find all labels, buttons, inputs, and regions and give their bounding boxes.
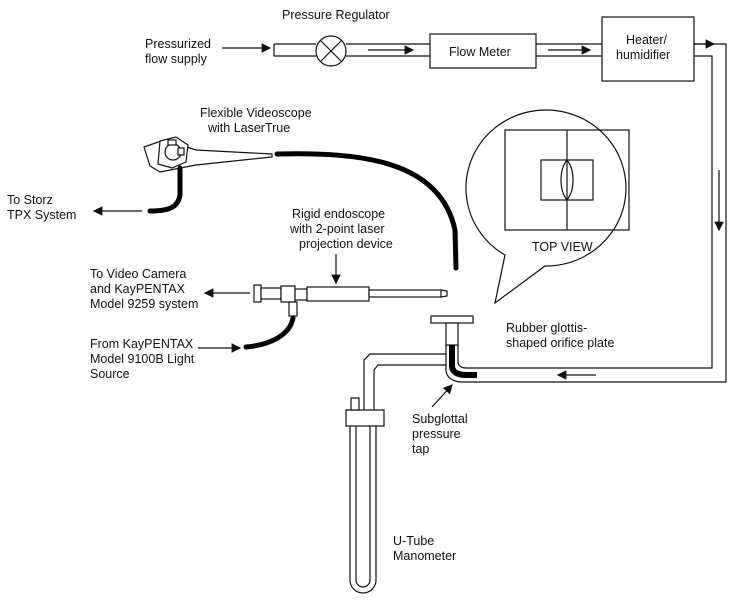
top-view-callout [465, 109, 630, 305]
meter-to-heater-pipe [536, 43, 602, 57]
flexible-videoscope-label: Flexible Videoscope with LaserTrue [200, 106, 315, 135]
pressure-regulator-label: Pressure Regulator [282, 8, 390, 22]
orifice-plate-icon [430, 315, 477, 383]
inlet-pipe [273, 43, 316, 57]
pressure-tap-label: Subglottal pressure tap [412, 412, 471, 456]
rigid-endoscope-label: Rigid endoscope with 2-point laser proje… [289, 207, 393, 251]
u-tube-manometer-icon [345, 397, 385, 594]
regulator-to-meter-pipe [346, 43, 430, 57]
pressure-tap-line [363, 353, 446, 410]
video-camera-label: To Video Camera and KayPENTAX Model 9259… [90, 267, 198, 311]
regulator-valve-icon [315, 35, 347, 67]
flow-meter-label: Flow Meter [449, 45, 511, 59]
orifice-plate-label: Rubber glottis- shaped orifice plate [506, 321, 614, 350]
heater-humidifier-label: Heater/ humidifier [616, 33, 670, 62]
heater-humidifier-box [601, 16, 695, 82]
pressure-tap-pointer [431, 384, 453, 408]
return-pipe [477, 43, 727, 383]
rigid-endoscope-icon [243, 284, 448, 350]
top-view-label: TOP VIEW [532, 240, 593, 254]
manometer-label: U-Tube Manometer [393, 534, 456, 563]
flow-meter-box [429, 33, 537, 69]
light-source-label: From KayPENTAX Model 9100B Light Source [90, 337, 198, 381]
flexible-videoscope-icon [143, 136, 459, 271]
storz-system-label: To Storz TPX System [7, 193, 76, 222]
flow-supply-label: Pressurized flow supply [145, 37, 214, 66]
